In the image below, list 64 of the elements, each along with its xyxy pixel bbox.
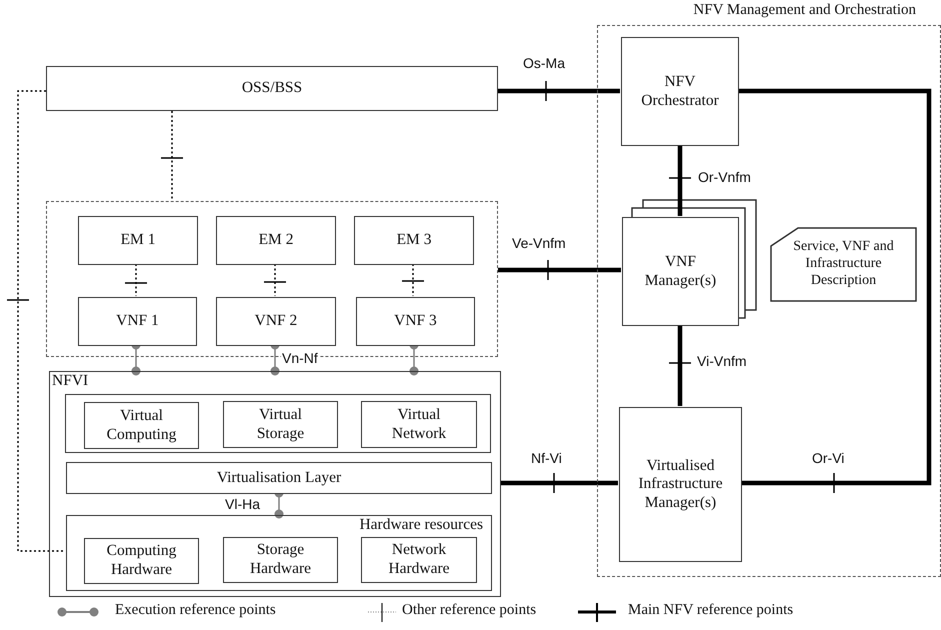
box-label: VNF Manager(s)	[644, 252, 718, 290]
note-shape	[770, 227, 917, 302]
box-label: VNF 2	[254, 312, 298, 331]
edge-label: Vi-Vnfm	[696, 353, 748, 369]
box-label: EM 2	[258, 231, 294, 250]
edge-label: Os-Ma	[522, 55, 566, 71]
group-title: Hardware resources	[359, 516, 483, 535]
process-box	[223, 401, 338, 448]
group-box	[49, 371, 501, 597]
box-label: Service, VNF and Infrastructure Description	[792, 239, 895, 290]
box-label: VNF 1	[116, 312, 159, 331]
process-box	[354, 216, 474, 265]
process-box	[361, 537, 477, 583]
connector	[171, 111, 173, 201]
group-title: NFV Management and Orchestration	[693, 1, 916, 19]
group-box	[65, 394, 491, 453]
connector	[412, 264, 414, 296]
legend-label: Main NFV reference points	[628, 602, 794, 619]
box-label: EM 3	[396, 231, 432, 250]
legend-label: Other reference points	[402, 602, 536, 619]
process-box	[361, 401, 477, 448]
box-label: EM 1	[120, 231, 156, 250]
edge-label: Ve-Vnfm	[511, 235, 567, 251]
box-label: Computing Hardware	[106, 542, 178, 580]
process-box	[356, 297, 475, 346]
process-box	[84, 402, 199, 449]
connector	[274, 264, 276, 296]
box-label: Virtual Computing	[106, 406, 178, 444]
box-label: Network Hardware	[387, 541, 451, 579]
process-box	[223, 537, 338, 583]
process-box	[78, 216, 198, 265]
process-box	[619, 407, 742, 562]
group-title: NFVI	[52, 372, 88, 391]
connector	[498, 88, 620, 94]
connector	[498, 268, 621, 272]
connector	[678, 145, 682, 216]
box-label: Virtualisation Layer	[216, 468, 342, 488]
process-box	[78, 297, 197, 346]
box-label: Virtualised Infrastructure Manager(s)	[637, 456, 724, 512]
process-box	[216, 216, 336, 265]
edge-label: Or-Vnfm	[697, 169, 752, 185]
connector	[501, 480, 618, 486]
connector	[678, 325, 682, 406]
edge-label: Vl-Ha	[224, 496, 262, 512]
box-label: Virtual Network	[390, 406, 448, 444]
system-box	[46, 66, 498, 111]
box-label: VNF 3	[394, 312, 437, 331]
box-label: NFV Orchestrator	[640, 72, 720, 110]
edge-label: Or-Vi	[811, 450, 846, 466]
box-label: Virtual Storage	[256, 406, 306, 444]
legend-label: Execution reference points	[115, 602, 276, 619]
connector	[135, 264, 137, 296]
process-box	[84, 538, 199, 584]
box-label: Storage Hardware	[248, 541, 312, 579]
connector	[738, 88, 932, 486]
layer-box	[66, 462, 492, 494]
process-box	[622, 217, 739, 326]
edge-label: Nf-Vi	[530, 450, 563, 466]
group-box	[66, 515, 492, 591]
connector	[17, 90, 65, 552]
process-box	[621, 37, 739, 146]
box-label: OSS/BSS	[242, 79, 302, 98]
edge-label: Vn-Nf	[281, 350, 319, 366]
process-box	[216, 297, 336, 346]
